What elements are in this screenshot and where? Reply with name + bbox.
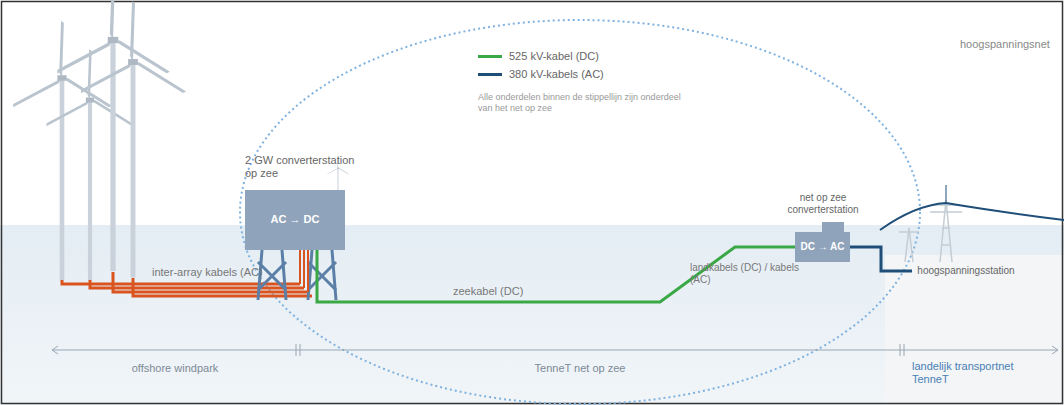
cable	[317, 247, 795, 302]
scale-label: offshore windpark	[100, 362, 250, 375]
cable	[850, 247, 912, 271]
station-heading: 2 GW converterstation op zee	[245, 154, 363, 180]
converter-station: 2 GW converterstation op zeeAC → DC	[245, 190, 345, 250]
legend-text: 380 kV-kabels (AC)	[509, 68, 604, 81]
station-text: DC → AC	[800, 241, 844, 253]
legend-text: 525 kV-kabel (DC)	[509, 50, 599, 63]
legend-row: 525 kV-kabel (DC)	[478, 50, 604, 63]
station-text: AC → DC	[271, 213, 320, 226]
annotation: landkabels (DC) / kabels (AC)	[690, 262, 800, 286]
scale-label: TenneT net op zee	[520, 362, 640, 375]
legend-row: 380 kV-kabels (AC)	[478, 68, 604, 81]
legend: 525 kV-kabel (DC) 380 kV-kabels (AC)	[478, 50, 604, 86]
substation-label-box: hoogspanningsstation	[912, 262, 1020, 280]
annotation: hoogspanningsnet	[960, 38, 1060, 51]
converter-station: net op zee converterstationDC → AC	[795, 232, 850, 262]
cable-label: zeekabel (DC)	[453, 285, 523, 298]
station-text: hoogspanningsstation	[917, 265, 1014, 277]
legend-swatch	[478, 73, 502, 76]
annotation: inter-array kabels (AC)	[152, 266, 312, 279]
station-heading: net op zee converterstation	[777, 192, 869, 216]
annotation: Alle onderdelen binnen de stippellijn zi…	[478, 92, 693, 114]
legend-swatch	[478, 55, 502, 58]
scale-label: landelijk transportnet TenneT	[912, 360, 1052, 386]
